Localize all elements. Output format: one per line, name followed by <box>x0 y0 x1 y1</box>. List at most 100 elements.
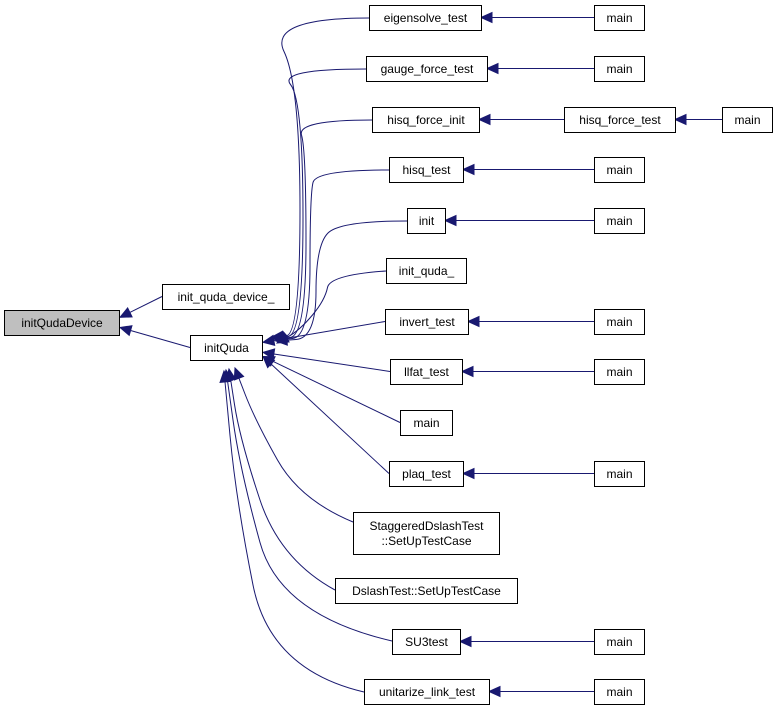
node-box <box>369 5 482 31</box>
node-main-eigensolve[interactable]: main <box>594 5 645 31</box>
edge-main-plaq-to-plaq-test <box>461 467 594 480</box>
node-main-gauge[interactable]: main <box>594 56 645 82</box>
node-label: invert_test <box>399 315 455 329</box>
edge-main-llfat-to-llfat-test <box>460 365 594 378</box>
edge-llfat-test-to-initquda <box>261 348 391 372</box>
node-label: initQudaDevice <box>21 316 103 330</box>
node-label: main <box>606 365 632 379</box>
node-llfat-test[interactable]: llfat_test <box>390 359 463 385</box>
edge-hisq-test-to-initquda <box>273 169 390 345</box>
node-box <box>594 679 645 705</box>
node-main-hisq[interactable]: main <box>594 157 645 183</box>
node-hisq-force-init[interactable]: hisq_force_init <box>372 107 480 133</box>
node-label: main <box>734 113 760 127</box>
node-box <box>594 5 645 31</box>
node-invert-test[interactable]: invert_test <box>385 309 469 335</box>
node-box <box>372 107 480 133</box>
node-plaq-test[interactable]: plaq_test <box>389 461 464 487</box>
node-box <box>390 359 463 385</box>
call-graph-edges <box>118 11 722 698</box>
node-box <box>594 629 645 655</box>
node-box <box>594 157 645 183</box>
node-su3test[interactable]: SU3test <box>392 629 461 655</box>
edge-arrowhead <box>461 467 475 480</box>
node-main-mid[interactable]: main <box>400 410 453 436</box>
node-box <box>594 208 645 234</box>
node-label: plaq_test <box>402 467 451 481</box>
edge-line <box>272 68 367 339</box>
node-box <box>400 410 453 436</box>
node-label: main <box>606 685 632 699</box>
node-main-unitarize[interactable]: main <box>594 679 645 705</box>
edge-line <box>272 360 401 423</box>
edge-main-invert-to-invert-test <box>466 315 594 328</box>
node-label: unitarize_link_test <box>379 685 476 699</box>
node-init[interactable]: init <box>407 208 446 234</box>
node-main-plaq[interactable]: main <box>594 461 645 487</box>
node-label: hisq_force_init <box>387 113 465 127</box>
node-label: main <box>606 635 632 649</box>
node-init-quda-[interactable]: init_quda_ <box>386 258 467 284</box>
edge-line <box>273 321 386 341</box>
node-main-invert[interactable]: main <box>594 309 645 335</box>
node-dslashtest-setuptestcase[interactable]: DslashTest::SetUpTestCase <box>335 578 518 604</box>
edge-arrowhead <box>487 685 501 698</box>
node-main-su3[interactable]: main <box>594 629 645 655</box>
edge-arrowhead <box>443 214 457 227</box>
edge-unitarize-link-test-to-initquda <box>219 369 365 693</box>
node-main-hisq-force[interactable]: main <box>722 107 773 133</box>
edge-initquda-to-initqudadevice <box>118 325 191 348</box>
edge-arrowhead <box>219 369 231 383</box>
edge-line <box>129 296 163 313</box>
edge-line <box>228 368 336 591</box>
edge-arrowhead <box>479 11 493 24</box>
edge-invert-test-to-initquda <box>261 321 386 347</box>
edge-plaq-test-to-initquda <box>262 355 390 474</box>
edge-dslashtest-setuptestcase-to-initquda <box>225 367 336 591</box>
node-box <box>594 309 645 335</box>
node-label: ::SetUpTestCase <box>381 534 471 548</box>
edge-arrowhead <box>118 307 133 318</box>
node-hisq-force-test[interactable]: hisq_force_test <box>564 107 676 133</box>
edge-arrowhead <box>233 366 245 381</box>
edge-line <box>271 17 370 338</box>
node-label: main <box>606 315 632 329</box>
node-label: init <box>419 214 435 228</box>
node-box <box>594 56 645 82</box>
node-label: main <box>606 163 632 177</box>
edge-main-eigensolve-to-eigensolve-test <box>479 11 594 24</box>
node-main-init[interactable]: main <box>594 208 645 234</box>
node-box <box>162 284 290 310</box>
edge-arrowhead <box>477 113 491 126</box>
node-box <box>4 310 120 336</box>
node-initquda[interactable]: initQuda <box>190 335 263 361</box>
node-unitarize-link-test[interactable]: unitarize_link_test <box>364 679 490 705</box>
node-box <box>392 629 461 655</box>
node-label: init_quda_device_ <box>178 290 275 304</box>
edge-arrowhead <box>261 334 276 347</box>
node-label: llfat_test <box>404 365 449 379</box>
node-init-quda-device-[interactable]: init_quda_device_ <box>162 284 290 310</box>
edge-main-gauge-to-gauge-force-test <box>485 62 594 75</box>
node-box <box>335 578 518 604</box>
edge-init-quda-device--to-initqudadevice <box>118 296 163 318</box>
node-label: gauge_force_test <box>381 62 474 76</box>
node-staggereddslashtest-setuptestcase[interactable]: StaggeredDslashTest::SetUpTestCase <box>353 512 500 555</box>
node-main-llfat[interactable]: main <box>594 359 645 385</box>
node-label: StaggeredDslashTest <box>369 519 484 533</box>
edge-main-su3-to-su3test <box>458 635 594 648</box>
edge-arrowhead <box>118 325 133 337</box>
node-box <box>389 461 464 487</box>
node-label: DslashTest::SetUpTestCase <box>352 584 501 598</box>
node-box <box>407 208 446 234</box>
call-graph-nodes: initQudaDevice init_quda_device_ initQuda e… <box>4 5 773 705</box>
node-initqudadevice: initQudaDevice <box>4 310 120 336</box>
node-hisq-test[interactable]: hisq_test <box>389 157 464 183</box>
node-gauge-force-test[interactable]: gauge_force_test <box>366 56 488 82</box>
node-eigensolve-test[interactable]: eigensolve_test <box>369 5 482 31</box>
node-label: eigensolve_test <box>384 11 468 25</box>
edge-main-init-to-init <box>443 214 594 227</box>
node-label: hisq_test <box>402 163 451 177</box>
edge-arrowhead <box>466 315 480 328</box>
